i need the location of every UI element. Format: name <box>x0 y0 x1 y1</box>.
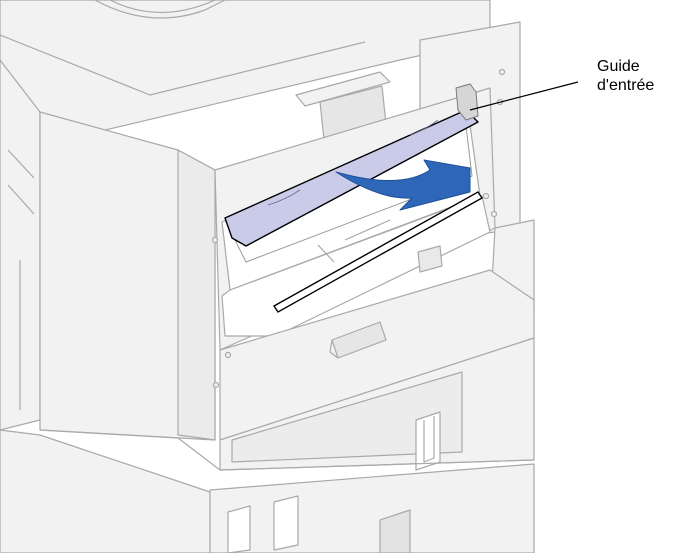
right-latch <box>417 245 443 273</box>
tray-top-curve <box>94 0 226 19</box>
removal-direction-arrow <box>335 159 471 211</box>
tray-2-lever-slot <box>423 416 435 463</box>
upper-handle <box>295 71 391 107</box>
tray-3-lever-left <box>227 505 251 553</box>
screw <box>482 192 490 200</box>
screw <box>212 381 220 389</box>
base-front <box>209 463 535 553</box>
callout-leader-line <box>469 81 579 111</box>
tray-3-lever-right <box>273 495 299 551</box>
screw <box>498 68 506 76</box>
left-side-inner <box>7 149 35 410</box>
base-left <box>0 429 211 553</box>
tray-2-lever <box>415 411 441 471</box>
middle-drawer-handle <box>331 321 387 359</box>
lower-guide-rail <box>272 191 484 313</box>
entry-guide-fold-lines <box>267 119 439 206</box>
tray-edge-line <box>0 34 366 96</box>
middle-drawer-handle-edge <box>329 339 339 359</box>
screw <box>224 351 232 359</box>
tray-slot <box>109 0 216 13</box>
tray-2-inner-panel <box>231 371 463 463</box>
base-foot <box>379 509 411 553</box>
base-top-edge <box>39 429 535 471</box>
middle-drawer <box>219 269 535 441</box>
screw <box>211 236 219 244</box>
screw <box>490 210 498 218</box>
callout-label-guide: Guide d'entrée <box>597 58 655 94</box>
guide-tab <box>455 83 479 121</box>
front-left-pillar-face <box>177 149 216 441</box>
